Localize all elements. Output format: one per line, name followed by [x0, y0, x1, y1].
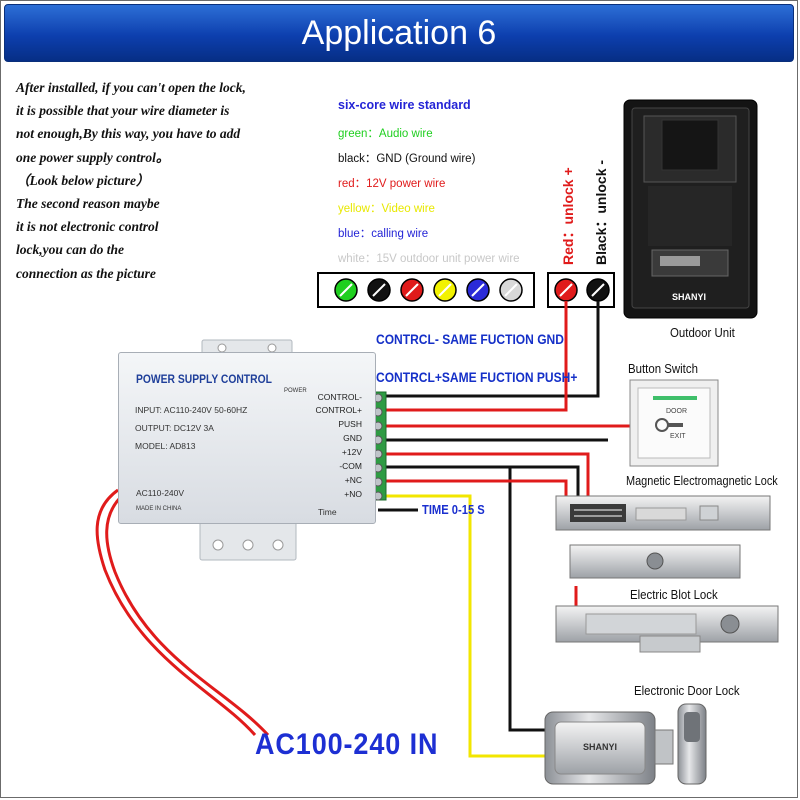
psu-output: OUTPUT: DC12V 3A: [135, 423, 214, 433]
title-banner: Application 6: [4, 4, 794, 62]
intro-line: it is not electronic control: [16, 219, 159, 235]
psu-time-label: Time: [318, 507, 337, 517]
psu-power-label: POWER: [284, 388, 307, 394]
legend-black: black：GND (Ground wire): [338, 153, 476, 165]
red-wires: [378, 301, 632, 606]
ac-power-cable: [95, 488, 270, 737]
black-unlock-label: Black：unlock -: [593, 159, 609, 265]
psu-model: MODEL: AD813: [135, 441, 196, 451]
ac-input-label: AC100-240 IN: [255, 728, 439, 761]
control-plus-label: CONTRCL+SAME FUCTION PUSH+: [376, 369, 578, 385]
legend-white: white：15V outdoor unit power wire: [338, 253, 520, 265]
intro-line: one power supply control。: [16, 149, 170, 165]
terminal-label: PUSH: [338, 419, 362, 429]
magnetic-lock: [555, 495, 771, 579]
intro-line: lock,you can do the: [16, 242, 124, 258]
legend-yellow: yellow：Video wire: [338, 203, 435, 215]
intro-text: After installed, if you can't open the l…: [16, 76, 361, 285]
outdoor-unit-brand: SHANYI: [672, 292, 707, 302]
outdoor-unit-label: Outdoor Unit: [670, 325, 735, 340]
intro-line: it is possible that your wire diameter i…: [16, 103, 230, 119]
terminal-label: CONTROL+: [315, 405, 362, 415]
bolt-lock: [555, 605, 779, 653]
legend-green: green：Audio wire: [338, 128, 433, 140]
terminal-label: +12V: [341, 447, 362, 457]
legend-red: red：12V power wire: [338, 178, 446, 190]
psu-title: POWER SUPPLY CONTROL: [136, 372, 272, 386]
button-switch-label: Button Switch: [628, 361, 698, 376]
door-lock-label: Electronic Door Lock: [634, 683, 740, 698]
time-range-label: TIME 0-15 S: [422, 502, 485, 517]
terminal-label: +NC: [344, 475, 362, 485]
six-core-connector: [317, 272, 535, 308]
button-exit-text: EXIT: [670, 433, 686, 440]
button-switch: [629, 379, 719, 467]
psu-ac: AC110-240V: [136, 488, 185, 498]
control-minus-label: CONTRCL- SAME FUCTION GND: [376, 331, 564, 347]
psu-ears: [199, 339, 297, 561]
door-lock-brand: SHANYI: [583, 742, 618, 752]
intro-line: not enough,By this way, you have to add: [16, 126, 241, 142]
terminal-label: GND: [343, 433, 362, 443]
button-door-text: DOOR: [666, 408, 687, 415]
outdoor-unit: [623, 99, 758, 319]
terminal-label: +NO: [344, 489, 362, 499]
intro-line: connection as the picture: [16, 265, 156, 281]
terminal-label: CONTROL-: [317, 392, 362, 402]
intro-line: The second reason maybe: [16, 196, 160, 212]
unlock-connector: [547, 272, 615, 308]
intro-line: After installed, if you can't open the l…: [16, 80, 246, 95]
psu-made-in: MADE IN CHINA: [136, 506, 182, 512]
red-unlock-label: Red：unlock +: [560, 167, 576, 265]
intro-line: （Look below picture）: [16, 172, 150, 188]
mag-lock-label: Magnetic Electromagnetic Lock: [626, 473, 778, 488]
power-supply-box: [118, 352, 376, 524]
bolt-lock-label: Electric Blot Lock: [630, 587, 718, 602]
terminal-label: -COM: [339, 461, 362, 471]
psu-input: INPUT: AC110-240V 50-60HZ: [135, 405, 248, 415]
electronic-door-lock: [544, 703, 707, 785]
yellow-wires: [378, 494, 575, 758]
wire-legend-heading: six-core wire standard: [338, 98, 471, 112]
legend-blue: blue：calling wire: [338, 228, 429, 240]
